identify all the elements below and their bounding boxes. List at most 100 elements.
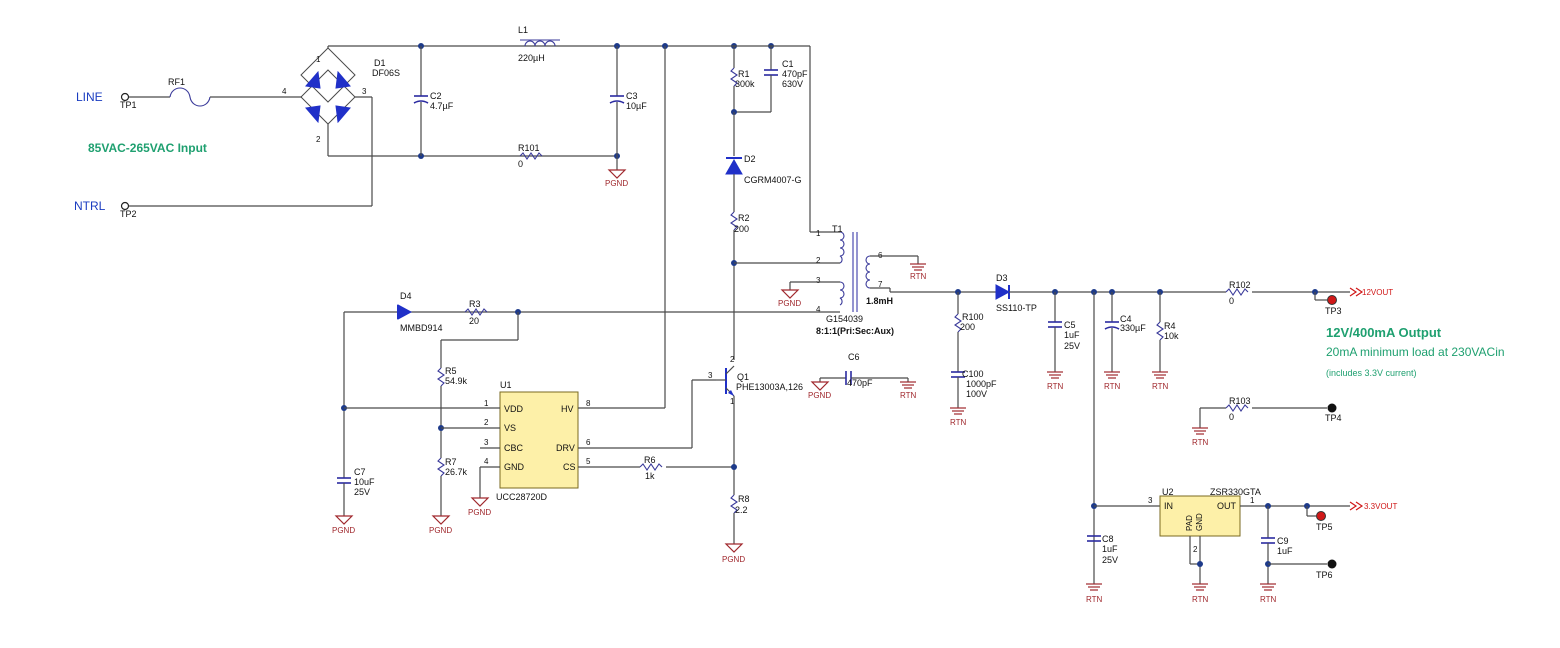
rtn-label-c8: RTN [1086, 595, 1103, 604]
fuse-ref: RF1 [168, 77, 185, 87]
rtn-label-c5: RTN [1047, 382, 1064, 391]
c4-ref: C4 [1120, 314, 1132, 324]
r8-value: 2.2 [735, 505, 748, 515]
c7-value2: 25V [354, 487, 370, 497]
bridge-ref: D1 [374, 58, 386, 68]
q1-pin-1: 1 [730, 397, 735, 406]
r6-ref: R6 [644, 455, 656, 465]
q1-pin-3: 3 [708, 371, 713, 380]
u1-pin-vdd: VDD [504, 404, 524, 414]
pgnd-label-u1: PGND [468, 508, 491, 517]
tp6-terminal[interactable] [1327, 559, 1337, 569]
tp6-label: TP6 [1316, 570, 1333, 580]
u1-pinnum-8: 8 [586, 399, 591, 408]
line-label: LINE [76, 90, 103, 104]
r100-value: 200 [960, 322, 975, 332]
pgnd-label-c6: PGND [808, 391, 831, 400]
bridge-pin-2: 2 [316, 135, 321, 144]
r101-ref: R101 [518, 143, 540, 153]
r3-symbol [464, 308, 488, 316]
pgnd-label-r8: PGND [722, 555, 745, 564]
tp4-label: TP4 [1325, 413, 1342, 423]
c1-value1: 470pF [782, 69, 808, 79]
net-arrow-12v [1349, 287, 1364, 297]
t1-ref: T1 [832, 224, 843, 234]
r101-value: 0 [518, 159, 523, 169]
c100-value2: 100V [966, 389, 987, 399]
t1-pin-2: 2 [816, 256, 821, 265]
r102-value: 0 [1229, 296, 1234, 306]
u1-pinnum-5: 5 [586, 457, 591, 466]
r7-symbol [437, 457, 445, 477]
c3-ref: C3 [626, 91, 638, 101]
l1-symbol [524, 40, 556, 47]
ntrl-label: NTRL [74, 199, 106, 213]
u1-pin-vs: VS [504, 423, 516, 433]
u2-pinnum-in: 3 [1148, 496, 1153, 505]
u1-pin-drv: DRV [556, 443, 575, 453]
u1-pin-cs: CS [563, 462, 576, 472]
l1-ref: L1 [518, 25, 528, 35]
c100-value1: 1000pF [966, 379, 997, 389]
rtn-label-r103: RTN [1192, 438, 1209, 447]
net-12vout: 12VOUT [1362, 288, 1393, 297]
u1-pinnum-3: 3 [484, 438, 489, 447]
r3-value: 20 [469, 316, 479, 326]
tp3-terminal[interactable] [1327, 295, 1337, 305]
tp1-terminal[interactable] [120, 92, 130, 102]
r8-ref: R8 [738, 494, 750, 504]
net-arrow-33v [1349, 501, 1364, 511]
pgnd-label-r7: PGND [429, 526, 452, 535]
tp3-label: TP3 [1325, 306, 1342, 316]
t1-part: G154039 [826, 314, 863, 324]
r103-ref: R103 [1229, 396, 1251, 406]
output-note1: 20mA minimum load at 230VACin [1326, 345, 1505, 359]
u2-ref: U2 [1162, 487, 1174, 497]
rtn-label-c9: RTN [1260, 595, 1277, 604]
c4-value: 330µF [1120, 323, 1146, 333]
c100-ref: C100 [962, 369, 984, 379]
bridge-pin-4: 4 [282, 87, 287, 96]
r3-ref: R3 [469, 299, 481, 309]
u1-ref: U1 [500, 380, 512, 390]
r102-symbol [1225, 288, 1249, 296]
c2-ref: C2 [430, 91, 442, 101]
r5-value: 54.9k [445, 376, 468, 386]
r4-ref: R4 [1164, 321, 1176, 331]
rtn-label-c6: RTN [900, 391, 917, 400]
t1-pin-4: 4 [816, 305, 821, 314]
u1-pinnum-1: 1 [484, 399, 489, 408]
tp4-terminal[interactable] [1327, 403, 1337, 413]
c8-ref: C8 [1102, 534, 1114, 544]
r102-ref: R102 [1229, 280, 1251, 290]
r5-symbol [437, 367, 445, 387]
u2-pin-gnd: GND [1195, 513, 1204, 531]
d3-part: SS110-TP [996, 303, 1037, 313]
r1-value: 300k [735, 79, 755, 89]
r5-ref: R5 [445, 366, 457, 376]
bridge-rectifier-d1: 1 2 3 4 D1 DF06S [282, 45, 705, 156]
t1-ratio: 8:1:1(Pri:Sec:Aux) [816, 326, 894, 336]
r100-ref: R100 [962, 312, 984, 322]
d2-part: CGRM4007-G [744, 175, 802, 185]
c6-value: 470pF [847, 378, 873, 388]
r2-ref: R2 [738, 213, 750, 223]
transistor-q1: Q1 PHE13003A,126 1 2 3 [708, 355, 803, 406]
c1-value2: 630V [782, 79, 803, 89]
r2-symbol [730, 211, 738, 231]
r103-value: 0 [1229, 412, 1234, 422]
r101-symbol [519, 152, 543, 160]
net-3v3out: 3.3VOUT [1364, 502, 1397, 511]
fuse-rf1-symbol [169, 87, 211, 107]
bridge-pin-1: 1 [316, 55, 321, 64]
u1-part: UCC28720D [496, 492, 548, 502]
tp2-terminal[interactable] [120, 201, 130, 211]
r7-ref: R7 [445, 457, 457, 467]
c8-value2: 25V [1102, 555, 1118, 565]
d4-symbol [397, 304, 413, 320]
c9-ref: C9 [1277, 536, 1289, 546]
tp5-terminal[interactable] [1316, 511, 1326, 521]
c5-value1: 1uF [1064, 330, 1080, 340]
u1-pinnum-6: 6 [586, 438, 591, 447]
